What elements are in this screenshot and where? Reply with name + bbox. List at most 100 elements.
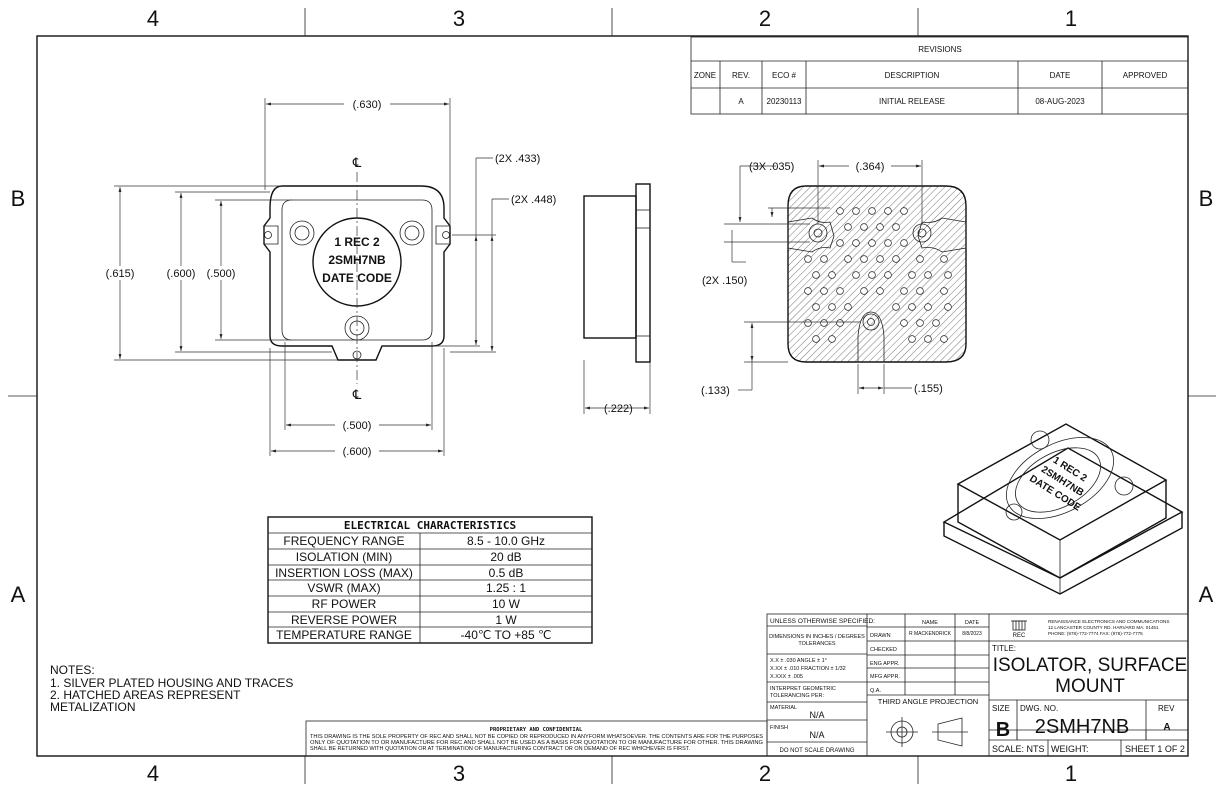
zone-row-a-left: A: [11, 582, 26, 607]
tb-company-2: 12 LANCASTER COUNTY RD. HARVARD MA. 0145…: [1048, 625, 1159, 630]
elec-value-2: 0.5 dB: [489, 566, 524, 580]
tb-finish-label: FINISH: [770, 725, 788, 731]
tb-drawn-date: 8/8/2023: [962, 631, 982, 637]
rev-header-description: DESCRIPTION: [885, 71, 940, 80]
dim-height-outer: (.615): [106, 268, 135, 280]
tb-checked: CHECKED: [870, 647, 897, 653]
part-marking-line1: 1 REC 2: [334, 235, 380, 249]
rev-row-date: 08-AUG-2023: [1035, 97, 1085, 106]
zone-row-a-right: A: [1199, 582, 1214, 607]
tb-do-not-scale: DO NOT SCALE DRAWING: [779, 748, 854, 754]
tb-rev-value: A: [1163, 722, 1170, 733]
tb-tol-1: X.X ± .030 ANGLE ± 1°: [770, 658, 827, 664]
zone-row-b-right: B: [1199, 186, 1214, 211]
electrical-title: ELECTRICAL CHARACTERISTICS: [344, 519, 516, 532]
elec-value-4: 10 W: [492, 597, 521, 611]
tb-title-label: TITLE:: [992, 644, 1016, 653]
dim-ear-offset-1: (2X .433): [495, 153, 540, 165]
notes-heading: NOTES:: [50, 663, 95, 677]
elec-param-2: INSERTION LOSS (MAX): [275, 566, 413, 580]
tb-drawn-label: DRAWN: [870, 633, 891, 639]
tb-mfg-appr: MFG APPR.: [870, 674, 900, 680]
top-view-outline: [263, 185, 451, 361]
centerline-top: ℄: [352, 155, 362, 170]
tb-title-1: ISOLATOR, SURFACE: [993, 655, 1188, 676]
tb-qa: Q.A.: [870, 688, 881, 694]
tb-dims-note-1: DIMENSIONS IN INCHES / DEGREES: [769, 634, 865, 640]
dim-bottom-inner: (.500): [343, 420, 372, 432]
dim-ear-offset-2: (2X .448): [511, 194, 556, 206]
tb-tol-3: X.XXX ± .005: [770, 674, 803, 680]
logo-text: REC: [1013, 633, 1026, 639]
tb-projection: THIRD ANGLE PROJECTION: [878, 697, 978, 706]
elec-value-0: 8.5 - 10.0 GHz: [467, 534, 545, 548]
notes: NOTES: 1. SILVER PLATED HOUSING AND TRAC…: [50, 663, 293, 714]
rec-logo: REC: [1011, 620, 1027, 639]
zone-row-b-left: B: [11, 186, 26, 211]
elec-param-4: RF POWER: [312, 597, 377, 611]
rev-header-zone: ZONE: [694, 71, 716, 80]
note-2: 2. HATCHED AREAS REPRESENT: [50, 688, 241, 702]
tb-date-header: DATE: [965, 620, 980, 626]
proprietary-line3: SHALL BE RETURNED WITH QUOTATION OR AT T…: [310, 746, 690, 752]
part-marking-line2: 2SMH7NB: [328, 253, 386, 267]
dim-side-thickness: (.222): [604, 403, 633, 415]
tb-dims-note-2: TOLERANCES: [798, 641, 836, 647]
tb-company-1: RENAISSANCE ELECTRONICS AND COMMUNICATIO…: [1048, 619, 1169, 624]
tb-tol-2: X.XX ± .010 FRACTION ± 1/32: [770, 666, 846, 672]
side-view: (.222): [583, 183, 651, 415]
elec-param-3: VSWR (MAX): [307, 581, 380, 595]
dim-bottom-spacing: (.364): [856, 161, 885, 173]
note-2-continued: METALIZATION: [50, 700, 136, 714]
elec-value-6: -40℃ TO +85 ℃: [461, 628, 552, 642]
tb-material-label: MATERIAL: [770, 705, 797, 711]
dim-bottom-holes: (3X .035): [749, 161, 794, 173]
tb-finish-value: N/A: [809, 730, 824, 740]
rev-header-date: DATE: [1050, 71, 1071, 80]
isometric-view: 1 REC 2 2SMH7NB DATE CODE: [942, 423, 1184, 595]
elec-param-1: ISOLATION (MIN): [296, 550, 392, 564]
elec-value-5: 1 W: [495, 613, 517, 627]
part-marking-line3: DATE CODE: [322, 271, 392, 285]
proprietary-title: PROPRIETARY AND CONFIDENTIAL: [490, 727, 583, 733]
elec-param-6: TEMPERATURE RANGE: [276, 628, 412, 642]
proprietary-line1: THIS DRAWING IS THE SOLE PROPERTY OF REC…: [310, 734, 764, 740]
rev-row-rev: A: [738, 97, 744, 106]
tb-rev-label: REV: [1158, 704, 1175, 713]
dim-height-mid: (.600): [167, 268, 196, 280]
rev-header-approved: APPROVED: [1123, 71, 1168, 80]
tb-weight: WEIGHT:: [1051, 744, 1089, 754]
tb-company-3: PHONE: (978)-772-7774 FAX: (978)-772-777…: [1048, 631, 1143, 636]
zone-col-4-bottom: 4: [147, 761, 159, 786]
tb-title-2: MOUNT: [1055, 676, 1125, 697]
tb-size-value: B: [996, 719, 1010, 741]
tb-drawn-name: R MACKENDRICK: [909, 631, 952, 637]
revisions-table: REVISIONS ZONE REV. ECO # DESCRIPTION DA…: [690, 36, 1189, 115]
dim-bottom-outer: (.600): [343, 446, 372, 458]
rev-row-eco: 20230113: [767, 97, 803, 106]
bottom-view: [787, 185, 967, 363]
tb-unless: UNLESS OTHERWISE SPECIFIED:: [770, 618, 875, 625]
dim-bottom-gnd-width: (.155): [914, 383, 943, 395]
tb-sheet: SHEET 1 OF 2: [1125, 744, 1185, 754]
title-block: UNLESS OTHERWISE SPECIFIED: DIMENSIONS I…: [766, 613, 1189, 757]
zone-col-3-bottom: 3: [453, 761, 465, 786]
tb-name-header: NAME: [922, 620, 938, 626]
zone-col-2-bottom: 2: [759, 761, 771, 786]
dim-top-width: (.630): [353, 99, 382, 111]
third-angle-projection-symbol: [886, 717, 968, 747]
zone-labels: 4 3 2 1 4 3 2 1 B B A A: [11, 6, 1214, 786]
elec-param-0: FREQUENCY RANGE: [283, 534, 404, 548]
top-view: 1 REC 2 2SMH7NB DATE CODE ℄ ℄: [263, 155, 451, 402]
tb-material-value: N/A: [809, 710, 824, 720]
electrical-characteristics-table: ELECTRICAL CHARACTERISTICS FREQUENCY RAN…: [267, 516, 593, 644]
elec-value-3: 1.25 : 1: [486, 581, 526, 595]
tb-eng-appr: ENG APPR.: [870, 661, 900, 667]
proprietary-line2: ONLY OF QUOTATION TO OR MANUFACTURE FOR …: [310, 740, 763, 746]
rev-header-eco: ECO #: [772, 71, 797, 80]
top-view-dimensions: (.630) (.615) (.600) (.500) (2X .433) (2…: [100, 97, 556, 458]
elec-param-5: REVERSE POWER: [291, 613, 397, 627]
tb-dwg-value: 2SMH7NB: [1035, 716, 1129, 738]
rev-header-rev: REV.: [732, 71, 750, 80]
